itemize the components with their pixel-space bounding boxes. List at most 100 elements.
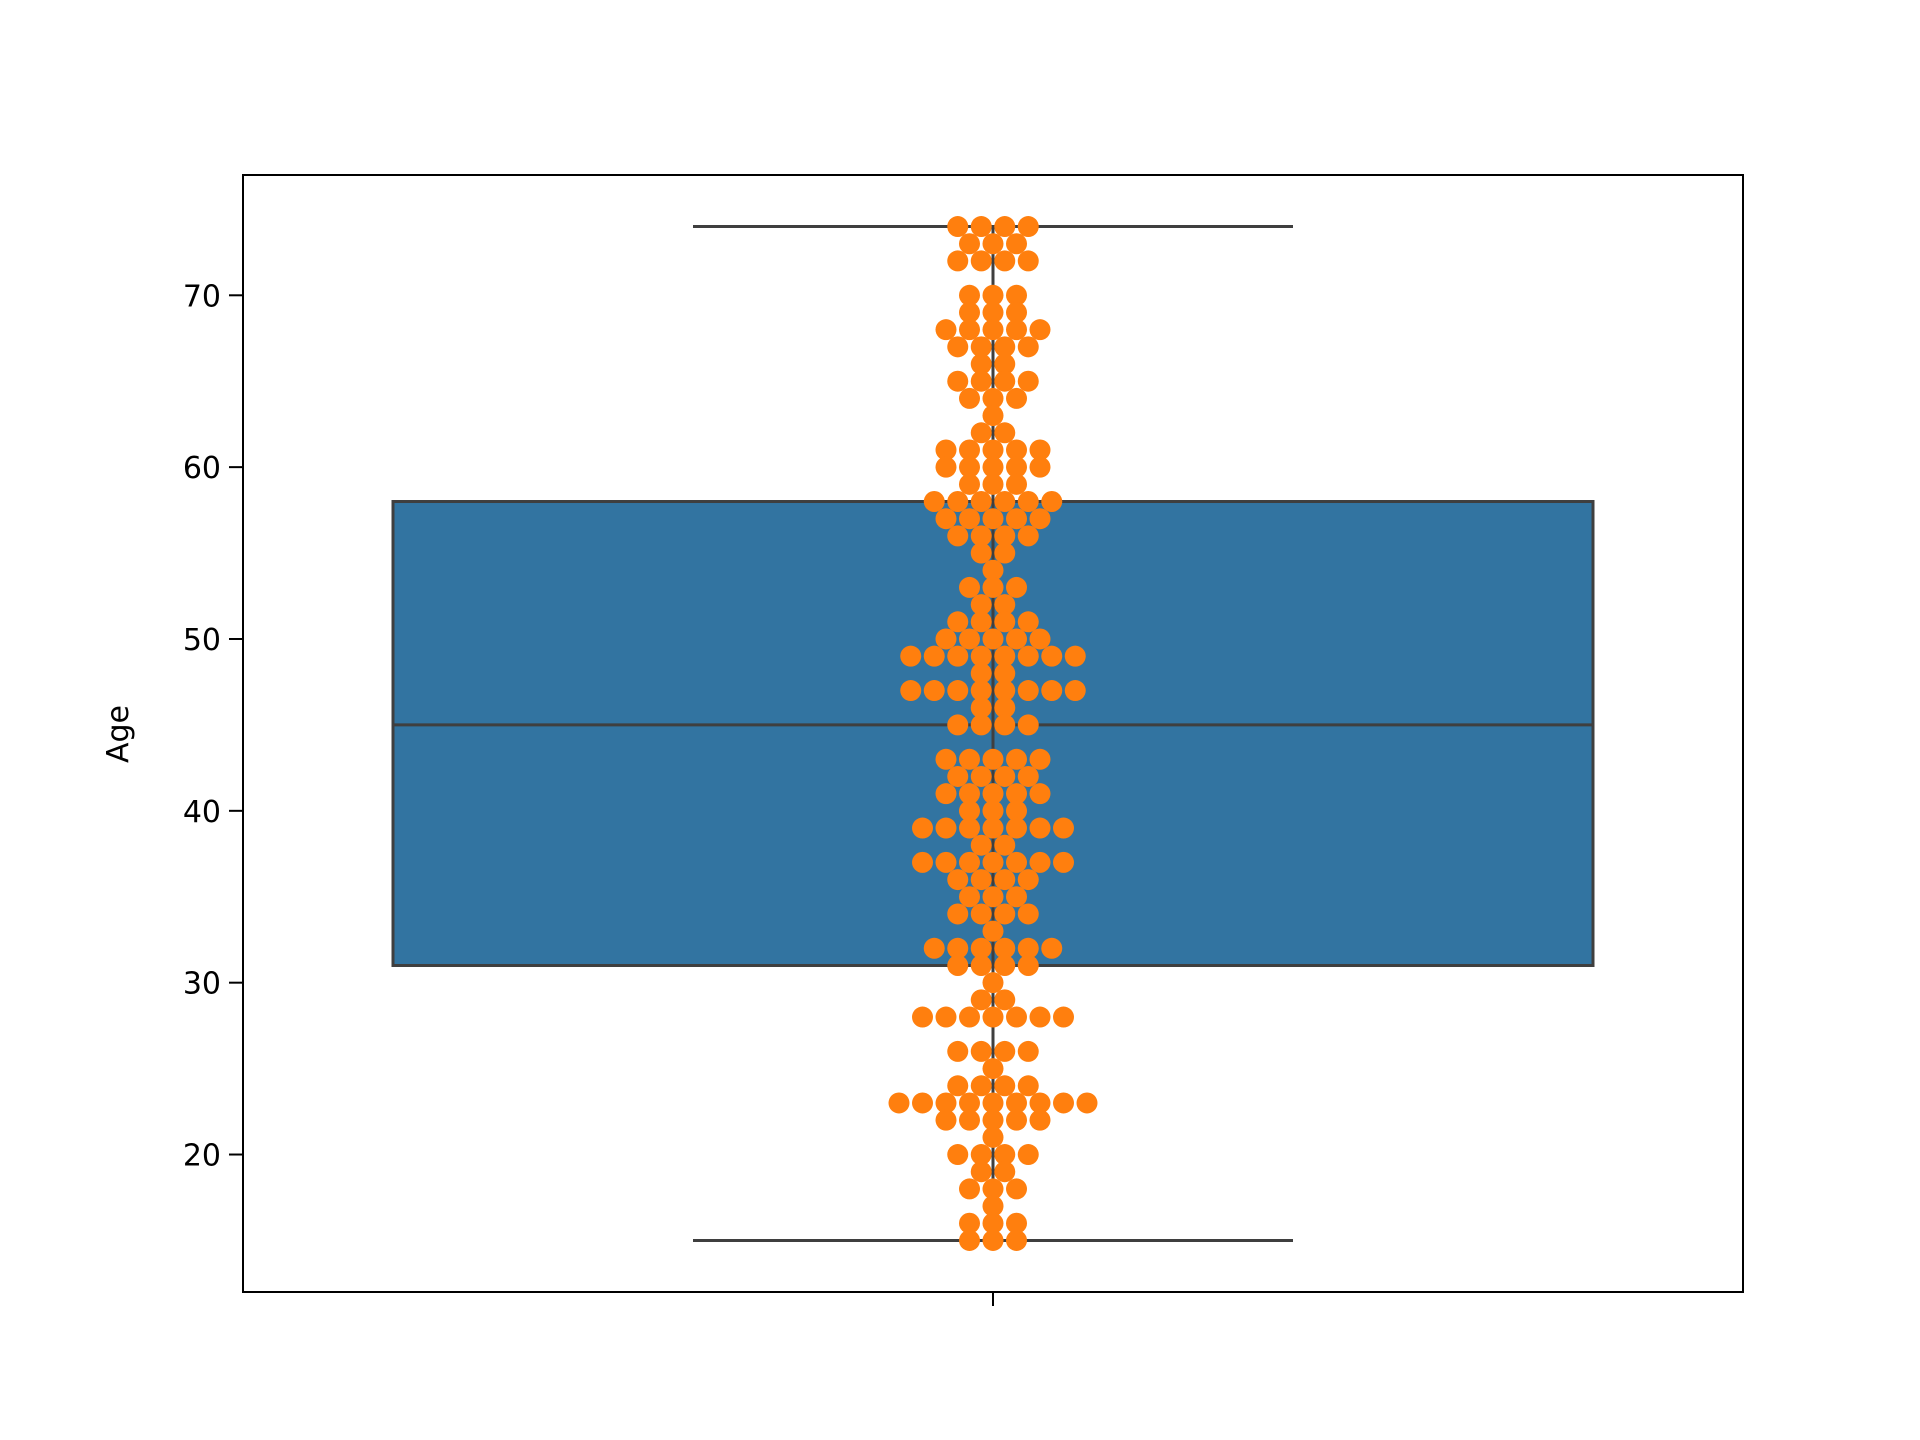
swarm-point (959, 1109, 980, 1131)
swarm-point (970, 353, 992, 375)
swarm-point (970, 370, 992, 392)
swarm-point (994, 714, 1016, 736)
swarm-point (947, 937, 969, 959)
swarm-point (912, 1092, 933, 1114)
swarm-point (970, 1040, 992, 1062)
swarm-point (1017, 903, 1039, 925)
swarm-point (994, 1144, 1016, 1166)
swarm-point (935, 817, 957, 839)
swarm-point (982, 456, 1004, 478)
swarm-point (982, 851, 1004, 873)
swarm-point (959, 576, 980, 598)
swarm-point (1006, 628, 1027, 650)
swarm-point (970, 714, 992, 736)
swarm-point (1017, 370, 1039, 392)
swarm-point (1006, 1229, 1027, 1251)
swarm-point (1017, 491, 1039, 513)
swarm-point (1006, 817, 1027, 839)
swarm-point (1006, 1178, 1027, 1200)
swarm-point (935, 748, 957, 770)
swarm-point (959, 1092, 980, 1114)
swarm-point (970, 542, 992, 564)
swarm-point (1029, 628, 1051, 650)
swarm-point (935, 456, 957, 478)
swarm-point (1006, 301, 1027, 323)
swarm-point (994, 542, 1016, 564)
swarm-point (994, 1161, 1016, 1183)
swarm-point (947, 525, 969, 547)
swarm-point (1041, 937, 1063, 959)
swarm-point (970, 954, 992, 976)
swarm-point (970, 765, 992, 787)
swarm-point (994, 937, 1016, 959)
swarm-point (1017, 954, 1039, 976)
swarm-point (1017, 216, 1039, 238)
swarm-point (959, 439, 980, 461)
swarm-point (947, 765, 969, 787)
swarm-point (970, 422, 992, 444)
swarm-point (1029, 748, 1051, 770)
swarm-point (1029, 456, 1051, 478)
swarm-point (1041, 491, 1063, 513)
swarm-point (994, 1040, 1016, 1062)
swarm-point (994, 353, 1016, 375)
swarm-point (1006, 1109, 1027, 1131)
swarm-point (1006, 439, 1027, 461)
swarm-point (935, 439, 957, 461)
swarm-point (935, 1092, 957, 1114)
y-tick-label: 50 (183, 623, 221, 658)
swarm-point (1017, 765, 1039, 787)
swarm-point (1029, 1092, 1051, 1114)
swarm-point (1006, 233, 1027, 255)
swarm-point (1029, 783, 1051, 805)
swarm-point (935, 1006, 957, 1028)
swarm-point (1017, 1040, 1039, 1062)
swarm-point (947, 250, 969, 272)
swarm-point (959, 508, 980, 530)
swarm-point (959, 284, 980, 306)
swarm-point (994, 989, 1016, 1011)
swarm-point (982, 473, 1004, 495)
swarm-point (935, 783, 957, 805)
swarm-point (959, 851, 980, 873)
swarm-point (959, 886, 980, 908)
swarm-point (970, 491, 992, 513)
swarm-point (982, 628, 1004, 650)
swarm-point (994, 869, 1016, 891)
swarm-point (994, 594, 1016, 616)
swarm-point (982, 319, 1004, 341)
swarm-point (959, 783, 980, 805)
swarm-point (1006, 800, 1027, 822)
swarm-point (994, 336, 1016, 358)
swarm-point (994, 680, 1016, 702)
swarm-point (970, 611, 992, 633)
swarm-point (1017, 525, 1039, 547)
swarm-point (1064, 680, 1086, 702)
swarm-point (1029, 319, 1051, 341)
swarm-point (935, 851, 957, 873)
swarm-point (970, 937, 992, 959)
swarm-point (994, 422, 1016, 444)
swarm-point (982, 387, 1004, 409)
swarm-point (900, 645, 922, 667)
swarm-point (1029, 1109, 1051, 1131)
swarm-point (959, 233, 980, 255)
swarm-point (947, 370, 969, 392)
swarm-point (994, 645, 1016, 667)
swarm-point (959, 456, 980, 478)
swarm-point (947, 1040, 969, 1062)
swarm-point (959, 387, 980, 409)
swarm-point (959, 628, 980, 650)
swarm-point (923, 491, 945, 513)
swarm-point (888, 1092, 910, 1114)
swarm-point (982, 1109, 1004, 1131)
swarm-point (1017, 869, 1039, 891)
swarm-point (1041, 645, 1063, 667)
swarm-point (959, 301, 980, 323)
swarm-point (982, 972, 1004, 994)
swarm-point (1017, 1075, 1039, 1097)
swarm-point (912, 1006, 933, 1028)
swarm-point (994, 697, 1016, 719)
swarm-point (935, 319, 957, 341)
